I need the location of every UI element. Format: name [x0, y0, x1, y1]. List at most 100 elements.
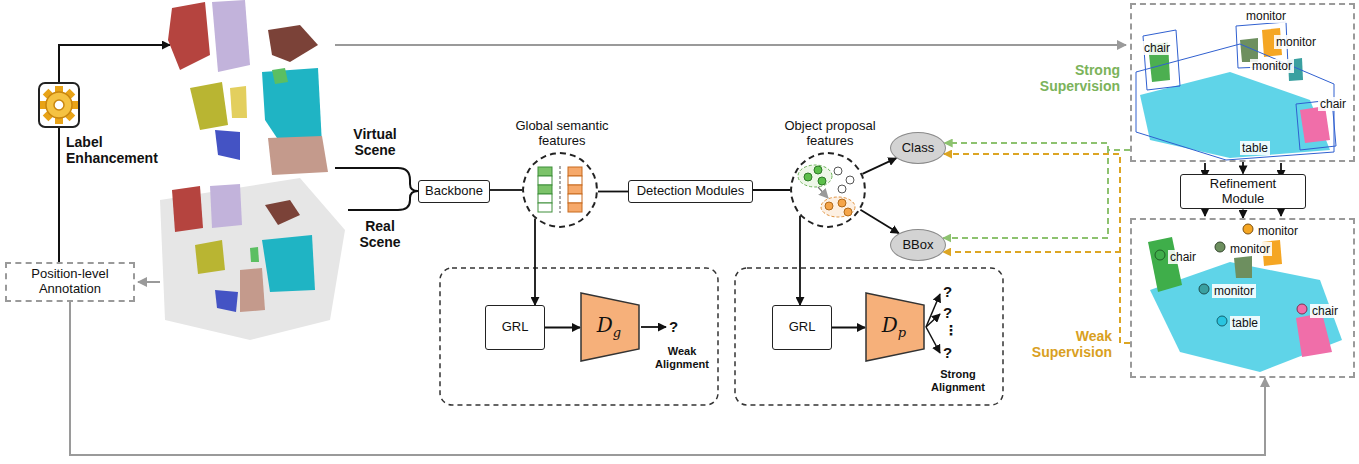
object-label: chair [1168, 250, 1198, 264]
scene-panel: chairmonitormonitormonitorchairtable [1130, 3, 1355, 162]
object-label: chair [1310, 304, 1340, 318]
output-mark: ⋮ [944, 322, 958, 338]
output-arrow [926, 294, 940, 327]
gear-body [46, 92, 72, 118]
object-label: monitor [1256, 224, 1300, 238]
symbol-letter: D [597, 313, 613, 337]
prediction-scene [1136, 22, 1336, 160]
object-label: monitor [1228, 242, 1272, 256]
output-mark: ? [669, 318, 683, 335]
output-arrow [641, 326, 666, 328]
chair-cloud [1300, 106, 1330, 143]
node-label: Refinement Module [1187, 177, 1299, 207]
feature-circle: Object proposal features [790, 152, 866, 228]
object-scan [240, 268, 265, 312]
output-arrow [926, 327, 940, 353]
table-cloud [1140, 72, 1330, 158]
connector [832, 327, 865, 329]
discriminator: Dp [865, 292, 925, 362]
object-scan [195, 240, 225, 274]
object-mesh [268, 136, 328, 175]
connector [545, 327, 580, 329]
node-label: Dp [882, 314, 906, 341]
scene-label: Real Scene [350, 218, 410, 250]
gear-icon [40, 86, 78, 124]
annotation-box: Position-level Annotation [5, 262, 135, 302]
feature-cell [568, 203, 582, 212]
scene-panel: monitor chair monitor monitor table chair [1130, 218, 1355, 378]
object-label: monitor [1212, 284, 1256, 298]
feature-cell [538, 176, 552, 185]
object-mesh [190, 82, 228, 130]
node-label: BBox [902, 238, 933, 253]
point [834, 167, 842, 175]
node-label: GRL [789, 320, 816, 335]
point [838, 199, 846, 207]
object-label: table [1240, 141, 1270, 155]
connector [753, 189, 790, 191]
object-label: table [1230, 316, 1260, 330]
object-mesh [212, 0, 250, 72]
feature-cell [538, 203, 552, 212]
alignment-label: Weak Alignment [650, 345, 714, 370]
real-scene [160, 178, 345, 340]
gear-hole [54, 100, 64, 110]
point [846, 176, 854, 184]
node-label: Dg [597, 314, 621, 341]
output-ellipse: BBox [890, 229, 946, 261]
floor-scan [160, 178, 345, 340]
connector [70, 302, 1265, 455]
grl-box: GRL [485, 305, 545, 350]
object-label: monitor [1244, 9, 1288, 23]
process-box: Refinement Module [1180, 174, 1306, 210]
object-mesh [230, 86, 247, 118]
object-label: chair [1142, 41, 1172, 55]
node-label: Object proposal features [765, 119, 895, 149]
connector [534, 219, 536, 305]
connector [862, 158, 896, 174]
discriminator: Dg [580, 292, 640, 362]
trapezoid-shape [581, 293, 639, 361]
node-label: GRL [502, 320, 529, 335]
object-scan [262, 235, 315, 292]
point [844, 208, 852, 216]
chair-cloud [1148, 237, 1182, 292]
connector [799, 216, 801, 305]
scene-label: Virtual Scene [342, 126, 408, 158]
connector [1242, 162, 1244, 174]
grl-box: GRL [772, 305, 832, 350]
output-mark: ? [943, 283, 957, 300]
object-label: chair [1318, 97, 1348, 111]
flow-line [59, 45, 170, 82]
point [804, 173, 812, 181]
feature-cell [538, 185, 552, 194]
feature-cell [568, 185, 582, 194]
connector [943, 150, 1130, 238]
proposal-points [798, 165, 855, 217]
connector [598, 191, 628, 193]
symbol-subscript: g [613, 325, 621, 340]
position-marker [1243, 224, 1253, 234]
connector [58, 128, 60, 262]
feature-cell [568, 176, 582, 185]
feature-cell [538, 194, 552, 203]
shift-arrow [818, 187, 828, 198]
node-label: Backbone [425, 184, 483, 199]
process-box: Backbone [418, 180, 490, 203]
node-label: Class [902, 141, 935, 156]
enhancement-box: Label Enhancement [38, 82, 80, 128]
feature-vectors [538, 166, 582, 213]
object-label: monitor [1274, 35, 1318, 49]
output-mark: ? [943, 304, 957, 321]
alignment-label: Strong Alignment [925, 368, 991, 393]
process-box: Detection Modules [628, 180, 753, 203]
symbol-subscript: p [898, 325, 906, 340]
connector [490, 189, 522, 191]
point [814, 166, 822, 174]
node-label: Global semantic features [497, 119, 627, 149]
supervision-label: Weak Supervision [1000, 328, 1112, 360]
object-mesh [272, 68, 288, 84]
point [825, 202, 833, 210]
position-marker [1217, 316, 1227, 326]
